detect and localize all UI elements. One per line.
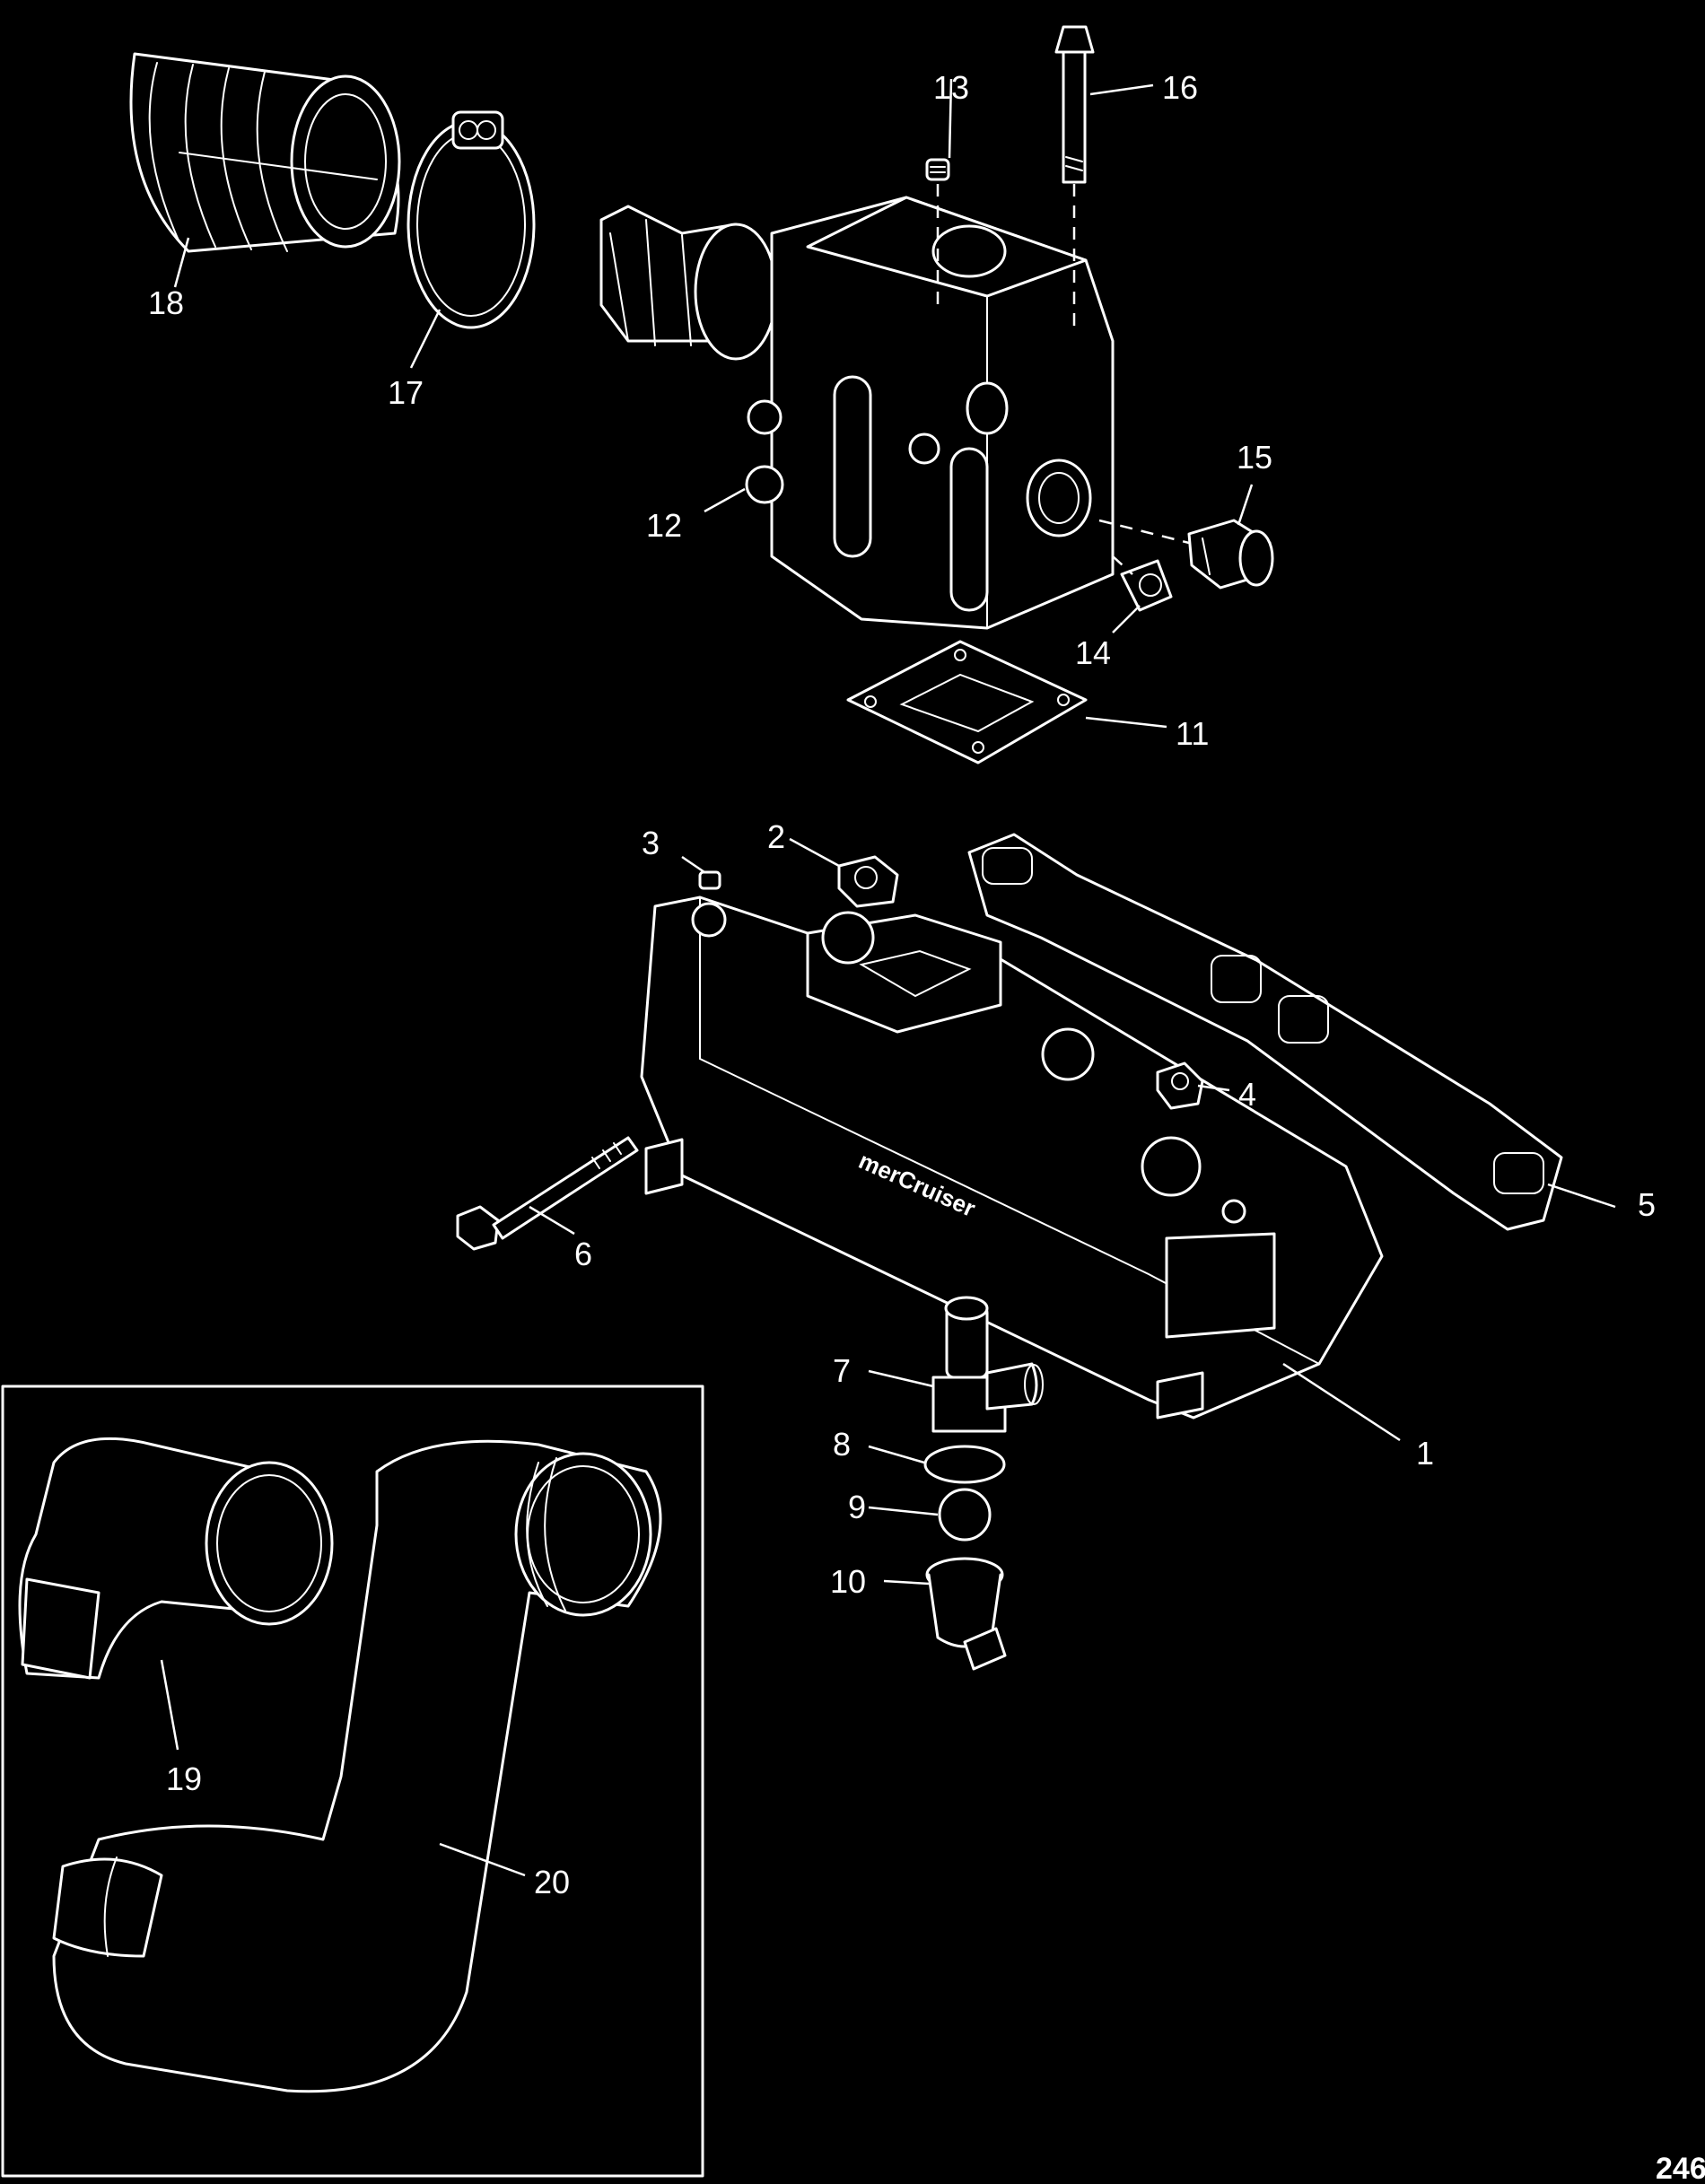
set-screw-13: [925, 158, 950, 181]
hose-clamp-17: [407, 110, 536, 329]
callout-2: 2: [767, 818, 785, 855]
callout-11: 11: [1176, 715, 1209, 752]
bolt-6: [456, 1136, 639, 1251]
exhaust-elbow-12: [599, 196, 1115, 630]
figure-number: 24680: [1656, 2152, 1705, 2184]
callout-7: 7: [833, 1352, 851, 1389]
plug-2: [837, 855, 899, 908]
callout-6: 6: [574, 1236, 592, 1272]
exhaust-hose-18: [129, 52, 401, 253]
callout-19: 19: [166, 1760, 202, 1797]
bolt-16: [1054, 25, 1095, 184]
exhaust-manifold-1: merCruiser: [640, 895, 1384, 1420]
gasket-11: [846, 640, 1088, 764]
callout-9: 9: [848, 1489, 866, 1525]
plug-4: [1156, 1061, 1204, 1110]
callout-8: 8: [833, 1426, 851, 1463]
callout-14: 14: [1075, 634, 1111, 671]
callout-20: 20: [534, 1864, 570, 1900]
elbow-fitting-10: [925, 1557, 1007, 1671]
leader-lines: [160, 78, 1616, 1877]
j-hose-20: [52, 1439, 662, 2093]
callout-15: 15: [1237, 439, 1272, 476]
callout-12: 12: [646, 507, 682, 544]
callout-4: 4: [1238, 1076, 1256, 1113]
callout-10: 10: [830, 1563, 866, 1600]
callout-16: 16: [1162, 69, 1198, 106]
elbow-hose-19: [18, 1437, 334, 1680]
callout-17: 17: [388, 374, 424, 411]
hose-fitting-15: [1187, 519, 1274, 590]
plug-14: [1120, 559, 1173, 612]
callout-3: 3: [642, 825, 660, 861]
o-ring-8: [923, 1445, 1006, 1484]
set-screw-3: [698, 870, 721, 890]
check-ball-9: [938, 1488, 992, 1542]
callout-18: 18: [148, 284, 184, 321]
manifold-gasket-5: [967, 833, 1563, 1231]
callout-1: 1: [1416, 1435, 1434, 1472]
callouts: 13 16 18 17 12 15 14 11 3 2 4 5 6 7 1 8 …: [148, 69, 1656, 1900]
tee-fitting-7: [931, 1296, 1044, 1433]
callout-5: 5: [1638, 1186, 1656, 1223]
callout-13: 13: [933, 69, 969, 106]
